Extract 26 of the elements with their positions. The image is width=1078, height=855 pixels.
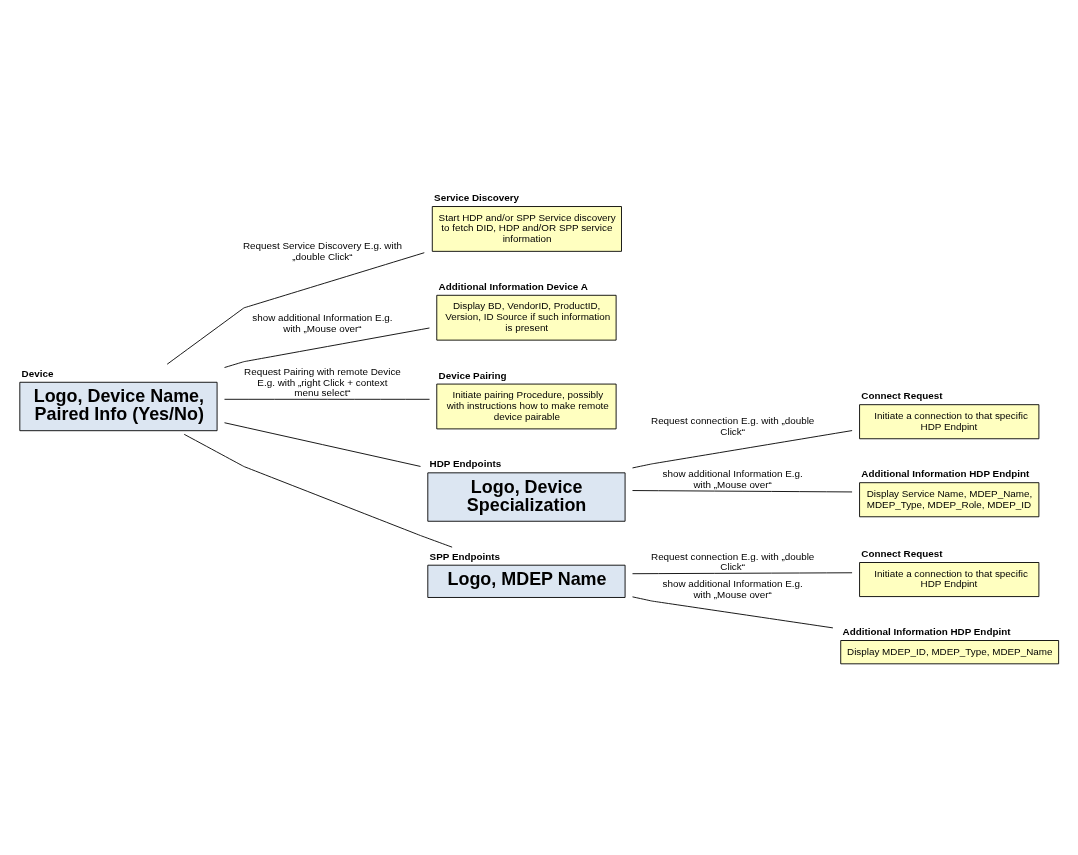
node-label: Additional Information HDP Endpint <box>842 625 1011 637</box>
connector <box>632 571 853 574</box>
connector <box>632 429 853 468</box>
node-label: Device <box>21 367 54 379</box>
node-label: Additional Information Device A <box>438 280 588 292</box>
node-label: Device Pairing <box>438 369 507 380</box>
edge-label: Request connection E.g. with „double Click“ <box>651 414 815 437</box>
node-label: Connect Request <box>861 389 943 401</box>
connector <box>166 251 425 365</box>
edge-label: show additional Information E.g. with „Mouse over“ <box>662 577 803 600</box>
edge-label: show additional Information E.g. with „Mouse over“ <box>252 311 393 334</box>
node-label: Connect Request <box>861 547 943 559</box>
connector <box>224 398 430 400</box>
connector <box>224 327 430 368</box>
edge-label: Request Service Discovery E.g. with „double Click“ <box>243 239 402 262</box>
connector <box>632 595 834 628</box>
node-label: SPP Endpoints <box>429 550 501 562</box>
connector <box>632 489 853 492</box>
node-label: HDP Endpoints <box>429 457 502 469</box>
edge-label: Request connection E.g. with „double Click“ <box>651 550 815 572</box>
edge-label: show additional Information E.g. with „Mouse over“ <box>662 467 803 490</box>
node-label: Additional Information HDP Endpint <box>861 467 1030 479</box>
node-label: Service Discovery <box>434 191 520 203</box>
connector <box>224 421 421 467</box>
edge-label: Request Pairing with remote Device E.g. with „right Click + context menu select“ <box>244 365 401 398</box>
connector <box>183 433 453 548</box>
